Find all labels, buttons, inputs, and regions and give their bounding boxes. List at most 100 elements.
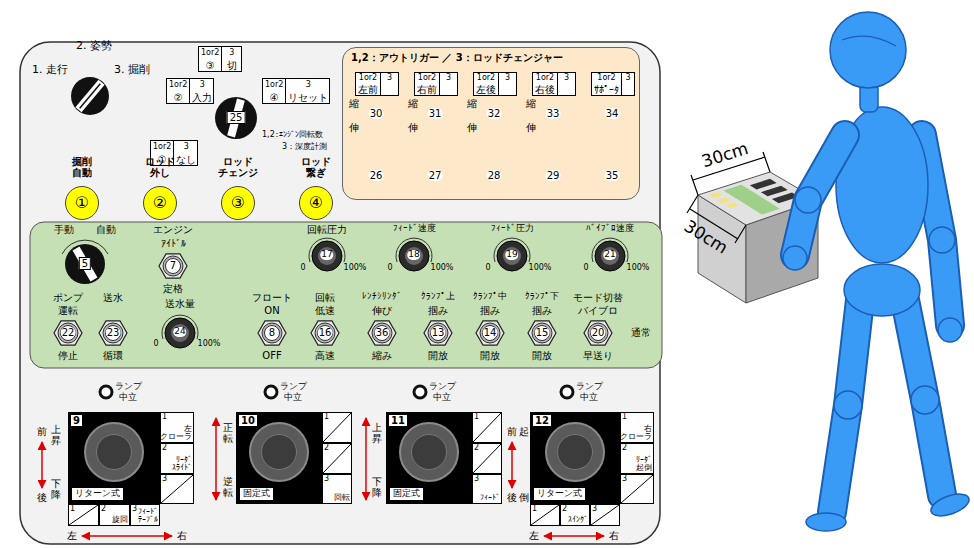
axis-function: ﾘｰﾀﾞ ｽﾗｲﾄﾞ — [172, 456, 192, 472]
function-cell: 1左 クローラ — [160, 412, 194, 443]
panel-label: 後 — [37, 492, 47, 503]
panel-label: 前 — [507, 426, 517, 437]
option-label: なし — [174, 153, 198, 165]
panel-label: 0 — [387, 264, 392, 273]
axis-number: 1 — [622, 413, 627, 422]
axis-function: 回転 — [334, 494, 350, 502]
callout-number: 25 — [227, 111, 246, 124]
axis-number: 2 — [324, 444, 329, 453]
callout-number: 11 — [389, 415, 407, 426]
panel-label: バイブロ — [578, 305, 618, 316]
option-number: 3 — [222, 47, 241, 59]
panel-label: 定格 — [163, 283, 183, 294]
callout-number: 33 — [546, 108, 561, 119]
callout-number: 31 — [428, 108, 443, 119]
option-number: 3 — [440, 73, 457, 84]
option-label: 右前 — [415, 84, 440, 95]
function-cell: 3 — [620, 474, 654, 504]
mode-label-box: 1or2ｻﾎﾟｰﾀ3 — [591, 72, 635, 96]
panel-label: 左 — [529, 530, 539, 541]
button-heading: 掘削 自動 — [72, 156, 92, 178]
joystick: 12リターン式 — [530, 412, 620, 504]
callout-number: 24 — [173, 327, 186, 337]
option-label: ③ — [199, 59, 222, 71]
vertical-label: 下降 — [372, 476, 382, 498]
vertical-label: 下降 — [51, 478, 61, 500]
function-cell: 3回転 — [322, 474, 352, 504]
option-number: 1or2 — [415, 73, 440, 84]
axis-number: 3 — [474, 475, 479, 484]
function-cell: 3 — [160, 474, 194, 504]
callout-number: 8 — [268, 327, 276, 338]
button-heading: ロッド チェンジ — [218, 156, 258, 178]
panel-label: 3. 掘削 — [114, 64, 150, 76]
option-number: 3 — [190, 79, 214, 91]
option-number: 3 — [499, 73, 516, 84]
panel-label: 伸 — [467, 122, 477, 133]
button-number: ① — [75, 194, 89, 212]
callout-number: 10 — [239, 415, 257, 426]
option-number: 3 — [558, 73, 575, 84]
option-number: 3 — [174, 141, 198, 153]
function-cell: 2旋回 — [99, 504, 130, 526]
panel-label: ｸﾗﾝﾌﾟ上 — [421, 292, 455, 302]
function-cell: 1右 クローラ — [620, 412, 654, 443]
panel-label: 縮み — [372, 350, 392, 361]
function-cell: 2 — [322, 443, 352, 474]
vertical-label: 逆転 — [223, 476, 233, 498]
function-cell: 3 — [590, 504, 620, 526]
panel-label: ランプ — [280, 382, 307, 392]
panel-label: 低速 — [315, 305, 335, 316]
vertical-label: 上昇 — [372, 422, 382, 444]
panel-label: ﾊﾞｲﾌﾞﾛ速度 — [586, 224, 634, 234]
panel-label: 開放 — [480, 350, 500, 361]
panel-label: 後 — [507, 492, 517, 503]
human-figure — [783, 12, 972, 531]
panel-label: 高速 — [315, 350, 335, 361]
option-number: 1or2 — [533, 73, 558, 84]
panel-label: 送水量 — [165, 298, 195, 309]
joystick-stick — [261, 434, 297, 470]
section-title: 1,2：アウトリガー ／ 3：ロッドチェンジャー — [351, 52, 563, 63]
option-number: 3 — [622, 73, 634, 84]
option-number: 1or2 — [263, 79, 286, 91]
panel-label: 縮 — [526, 98, 536, 109]
option-number: 3 — [381, 73, 398, 84]
joystick-type: 固定式 — [240, 488, 273, 500]
panel-label: 手動 — [54, 224, 74, 235]
mode-label-box: 1or2右前3 — [414, 72, 458, 96]
panel-label: 中立 — [284, 393, 302, 403]
joystick: 10 固定式 — [236, 412, 322, 504]
mode-label-box: 1or2右後3 — [532, 72, 576, 96]
option-label: 左前 — [356, 84, 381, 95]
function-cell: 1 — [530, 504, 560, 526]
option-number: 1or2 — [167, 79, 190, 91]
axis-function: ﾘｰﾀﾞ 起倒 — [636, 456, 652, 472]
joystick-type: 固定式 — [390, 488, 423, 500]
mode-button: ロッド チェンジ③ — [212, 156, 264, 220]
function-cell: 1 — [68, 504, 99, 526]
mode-button: 掘削 自動 ① — [56, 156, 108, 220]
panel-label: 循環 — [103, 350, 123, 361]
panel-label: 縮 — [349, 98, 359, 109]
dimension-label: 30cm — [700, 139, 751, 171]
function-cell: 1 — [472, 412, 502, 443]
callout-number: 16 — [318, 327, 333, 338]
panel-label: 回転圧力 — [307, 224, 347, 235]
mode-label-box: 1or2③3切 — [198, 46, 242, 72]
axis-number: 1 — [474, 413, 479, 422]
callout-number: 27 — [428, 170, 443, 181]
vertical-label: 上昇 — [51, 424, 61, 446]
button-circle: ② — [143, 186, 177, 220]
panel-label: 自動 — [96, 224, 116, 235]
function-cell: 2ｽｲﾝｸﾞ — [560, 504, 590, 526]
panel-label: エンジン — [153, 224, 193, 235]
panel-label: 0 — [485, 264, 490, 273]
panel-label: ランプ — [115, 382, 142, 392]
function-cell: 2ﾘｰﾀﾞ 起倒 — [620, 443, 654, 474]
panel-label: 100% — [431, 264, 454, 273]
joystick-type: リターン式 — [72, 488, 123, 500]
panel-label: 右 — [177, 530, 187, 541]
axis-function: 左 クローラ — [160, 425, 192, 441]
panel-label: 2. 姿勢 — [76, 40, 112, 52]
